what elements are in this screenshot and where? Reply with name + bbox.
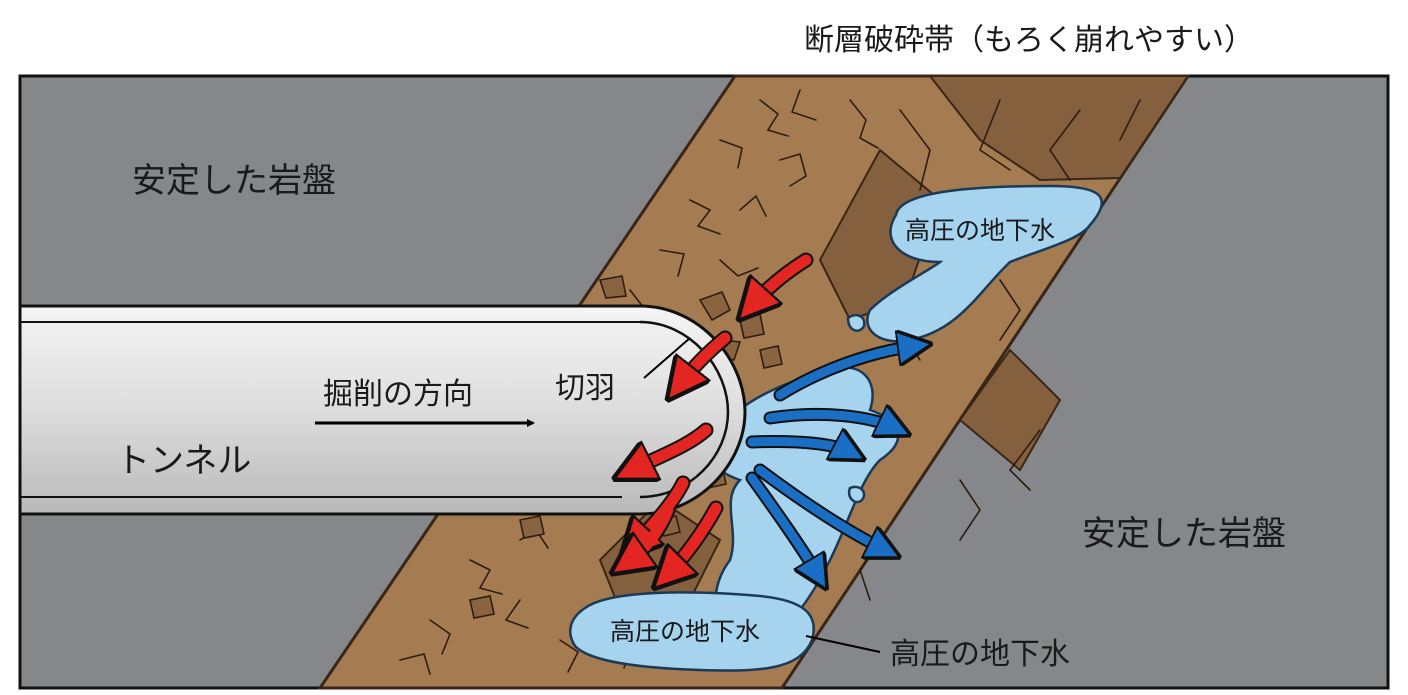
stable-rock-upper-label: 安定した岩盤 (132, 161, 336, 201)
red-arrow-2 (680, 332, 731, 384)
blue-arrow-5 (747, 473, 818, 575)
excavation-direction-label: 掘削の方向 (323, 377, 473, 412)
blue-arrow-3 (747, 441, 850, 452)
face-label: 切羽 (555, 371, 615, 406)
red-arrow-6 (668, 502, 722, 574)
groundwater-callout-leader (805, 635, 881, 653)
face-leader-line (643, 337, 691, 379)
red-arrow-1 (752, 254, 812, 305)
red-arrow-3 (632, 424, 712, 470)
stable-rock-lower-label: 安定した岩盤 (1082, 514, 1286, 554)
blue-arrow-1 (775, 346, 915, 400)
blue-arrow-2 (765, 414, 895, 428)
fault-zone-label: 断層破砕帯（もろく崩れやすい） (804, 23, 1254, 58)
red-arrow-5 (628, 504, 674, 562)
groundwater-upper-pocket (866, 184, 1103, 343)
groundwater-lower-inner-label: 高圧の地下水 (610, 617, 760, 646)
blue-arrow-4 (755, 465, 885, 550)
groundwater-callout-label: 高圧の地下水 (890, 637, 1070, 672)
collapse-arrows (628, 252, 814, 574)
water-arrows (745, 346, 915, 575)
groundwater-upper-label: 高圧の地下水 (905, 216, 1055, 245)
tunnel-label: トンネル (116, 441, 251, 481)
